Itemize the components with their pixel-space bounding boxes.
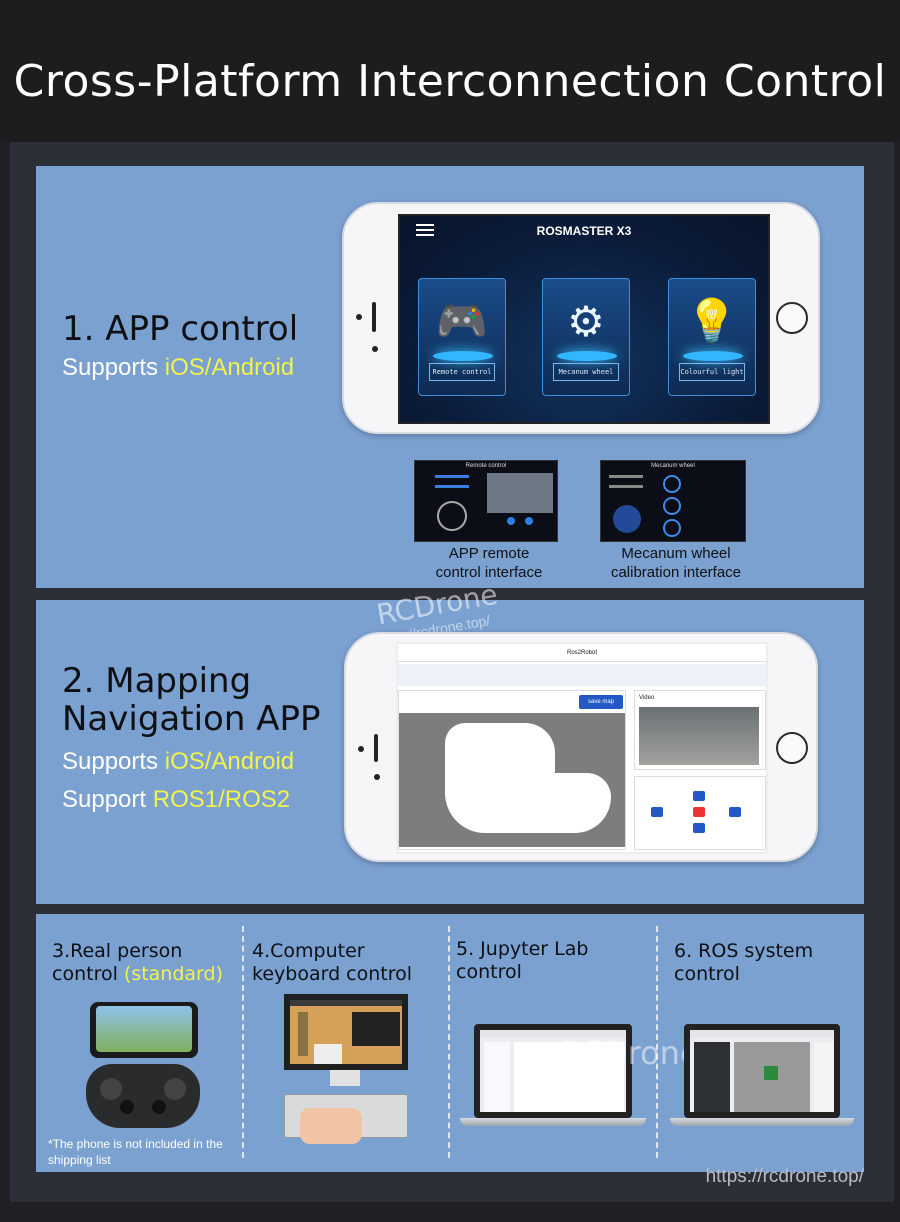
video-panel: Video (634, 690, 766, 770)
column-divider (448, 926, 450, 1158)
app-control-heading: 1. APP control (62, 309, 299, 349)
remote-control-card[interactable]: 🎮 Remote control (418, 278, 506, 396)
arrow-right-icon[interactable] (729, 807, 741, 817)
joystick-icon (613, 505, 641, 533)
mapping-supports: Supports iOS/Android (62, 748, 295, 775)
colourful-light-card[interactable]: 💡 Colourful light (668, 278, 756, 396)
gamepad-icon (86, 1064, 200, 1128)
arrow-left-icon[interactable] (651, 807, 663, 817)
rviz-view (734, 1042, 810, 1112)
lightbulb-icon: 💡 (685, 297, 739, 344)
card-label: Mecanum wheel (553, 363, 619, 381)
card-label: Remote control (429, 363, 495, 381)
mecanum-calibration-thumb: Mecanum wheel (600, 460, 746, 542)
hamburger-menu-icon[interactable] (416, 221, 434, 239)
rosmaster-app-screen: ROSMASTER X3 🎮 Remote control ⚙ Mecanum … (398, 214, 770, 424)
laptop-base (460, 1118, 646, 1126)
laptop-base (670, 1118, 854, 1126)
camera-preview (487, 473, 553, 513)
phone-sensor (356, 314, 362, 320)
card-label: Colourful light (679, 363, 745, 381)
robot-control-panel (634, 776, 766, 850)
column-divider (242, 926, 244, 1158)
phone-camera (372, 346, 378, 352)
phone-mockup-app: ROSMASTER X3 🎮 Remote control ⚙ Mecanum … (342, 202, 820, 434)
real-person-control-title: 3.Real person control (standard) (52, 940, 224, 985)
phone-on-gamepad (90, 1002, 198, 1058)
header-bar: Cross-Platform Interconnection Control (0, 0, 900, 142)
column-divider (656, 926, 658, 1158)
camera-feed (639, 707, 759, 765)
phone-camera (374, 774, 380, 780)
ros-system-control-title: 6. ROS system control (674, 940, 814, 985)
mecanum-wheel-icon: ⚙ (567, 298, 605, 345)
notebook-area (514, 1042, 624, 1112)
gamepad-icon: 🎮 (435, 297, 489, 344)
hands-typing (300, 1108, 362, 1144)
phone-not-included-note: *The phone is not included in the shippi… (48, 1137, 223, 1167)
app-title: Ros2Robot (398, 644, 766, 662)
arrow-up-icon[interactable] (693, 791, 705, 801)
app-title: ROSMASTER X3 (536, 224, 632, 238)
desktop-monitor (284, 994, 408, 1070)
ros2robot-app-screen: Ros2Robot save map Video (396, 642, 768, 854)
remote-control-interface-thumb: Remote control (414, 460, 558, 542)
gauge-icon (663, 497, 681, 515)
arrow-down-icon[interactable] (693, 823, 705, 833)
map-panel: save map (398, 690, 626, 850)
watermark-text: RCDrone (560, 1034, 700, 1072)
robot-camera-view (96, 1006, 192, 1052)
phone-speaker (374, 734, 378, 762)
phone-speaker (372, 302, 376, 332)
monitor-stand (330, 1070, 360, 1086)
mecanum-wheel-card[interactable]: ⚙ Mecanum wheel (542, 278, 630, 396)
phone-sensor (358, 746, 364, 752)
standard-badge: (standard) (123, 963, 224, 985)
terminal-window (352, 1012, 400, 1046)
phone-mockup-mapping: Ros2Robot save map Video (344, 632, 818, 862)
app-control-supports: Supports iOS/Android (62, 354, 295, 381)
footer-url: https://rcdrone.top/ (705, 1166, 864, 1187)
occupancy-map (399, 713, 625, 847)
remote-control-caption: APP remote control interface (435, 545, 543, 581)
page-title: Cross-Platform Interconnection Control (13, 56, 887, 107)
mapping-heading-line2: Navigation APP (62, 699, 321, 739)
keyboard-control-title: 4.Computer keyboard control (252, 940, 413, 985)
mapping-heading-line1: 2. Mapping (62, 661, 252, 701)
mecanum-calibration-caption: Mecanum wheel calibration interface (610, 545, 742, 581)
ros-laptop-screen (684, 1024, 840, 1118)
stop-icon[interactable] (693, 807, 705, 817)
jupyter-lab-control-title: 5. Jupyter Lab control (456, 938, 589, 983)
phone-home-button[interactable] (776, 302, 808, 334)
jupyter-laptop-screen (474, 1024, 632, 1118)
save-map-button[interactable]: save map (579, 695, 623, 709)
platform-highlight: iOS/Android (164, 354, 295, 381)
gauge-icon (663, 519, 681, 537)
phone-home-button[interactable] (776, 732, 808, 764)
gauge-icon (663, 475, 681, 493)
joystick-icon (437, 501, 467, 531)
mapping-ros-support: Support ROS1/ROS2 (62, 786, 291, 813)
